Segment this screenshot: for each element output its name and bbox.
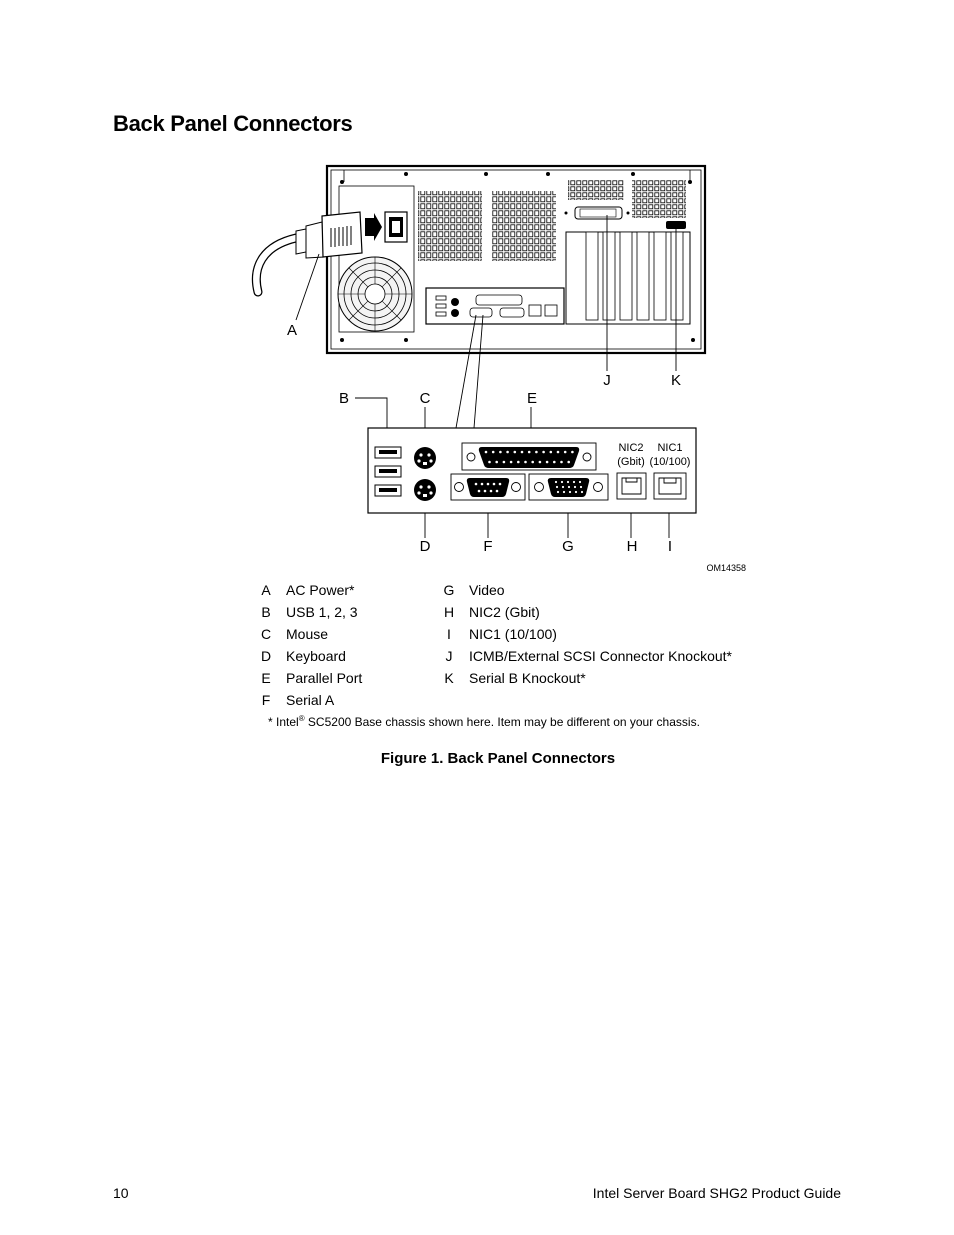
chassis-note: * Intel® SC5200 Base chassis shown here.… xyxy=(268,714,700,729)
parallel-pin xyxy=(509,460,513,464)
legend-desc: Video xyxy=(469,582,505,598)
legend-desc: NIC1 (10/100) xyxy=(469,626,557,642)
legend-desc: Serial A xyxy=(286,692,335,708)
nic2-port xyxy=(616,472,647,500)
parallel-pin xyxy=(531,460,534,464)
legend-letter: B xyxy=(261,604,271,620)
io-panel-detail: NIC2 (Gbit) NIC1 (10/100) xyxy=(367,427,697,514)
legend-letter: H xyxy=(443,604,455,620)
callout-i: I xyxy=(668,538,672,555)
legend-letter: J xyxy=(445,648,453,664)
keyboard-port xyxy=(414,479,436,501)
figure-id: OM14358 xyxy=(706,563,746,573)
mouse-port xyxy=(414,447,436,469)
legend-desc: AC Power* xyxy=(286,582,355,598)
parallel-pin xyxy=(495,460,499,464)
parallel-pin xyxy=(506,450,509,454)
fan-icon xyxy=(337,256,413,332)
parallel-pin xyxy=(491,450,495,454)
parallel-pin xyxy=(567,460,570,464)
legend-letter: A xyxy=(261,582,271,598)
parallel-pin xyxy=(484,450,488,454)
nic2-label: NIC2 xyxy=(618,442,643,454)
legend-letter: D xyxy=(260,648,272,664)
callout-g: G xyxy=(562,538,574,555)
page-number: 10 xyxy=(113,1185,129,1201)
legend-desc: Mouse xyxy=(286,626,329,642)
callout-b: B xyxy=(339,390,349,407)
legend: A AC Power* B USB 1, 2, 3 C Mouse D Keyb… xyxy=(260,582,760,712)
parallel-pin xyxy=(535,450,538,454)
parallel-pin xyxy=(499,450,502,454)
nic1-label: NIC1 xyxy=(657,442,682,454)
parallel-pin xyxy=(524,460,527,464)
legend-letter: I xyxy=(447,626,451,642)
legend-letter: K xyxy=(444,670,454,686)
parallel-pin xyxy=(560,460,563,464)
parallel-pin xyxy=(545,460,549,464)
callout-k: K xyxy=(671,372,681,389)
parallel-pin xyxy=(517,460,520,464)
note-prefix: * Intel xyxy=(268,715,299,729)
parallel-pin xyxy=(542,450,545,454)
registered-mark: ® xyxy=(298,714,305,723)
legend-letter: G xyxy=(443,582,455,598)
callout-c: C xyxy=(420,390,431,407)
figure-caption: Figure 1. Back Panel Connectors xyxy=(380,750,616,767)
parallel-pin xyxy=(571,450,574,454)
parallel-pin xyxy=(513,450,517,454)
callout-a: A xyxy=(287,322,297,339)
legend-desc: Parallel Port xyxy=(286,670,363,686)
callout-e: E xyxy=(527,390,537,407)
callout-h: H xyxy=(627,538,638,555)
parallel-pin xyxy=(563,450,567,454)
legend-desc: ICMB/External SCSI Connector Knockout* xyxy=(469,648,733,664)
parallel-pin xyxy=(502,460,506,464)
parallel-pin xyxy=(527,450,531,454)
legend-desc: Keyboard xyxy=(286,648,346,664)
serial-a-port xyxy=(450,473,526,501)
parallel-pin xyxy=(556,450,560,454)
callout-j: J xyxy=(603,372,611,389)
page-title: Back Panel Connectors xyxy=(113,111,353,136)
legend-letter: F xyxy=(261,692,271,708)
chassis-back xyxy=(325,164,707,355)
nic1-port xyxy=(653,472,687,500)
nic1-sublabel: (10/100) xyxy=(650,456,691,468)
legend-desc: USB 1, 2, 3 xyxy=(286,604,358,620)
legend-letter: C xyxy=(260,626,272,642)
legend-desc: Serial B Knockout* xyxy=(469,670,586,686)
callout-d: D xyxy=(420,538,431,555)
callout-f: F xyxy=(483,538,492,555)
parallel-port xyxy=(461,442,597,471)
parallel-pin xyxy=(553,460,556,464)
usb-ports xyxy=(374,446,402,497)
back-panel-figure: NIC2 (Gbit) NIC1 (10/100) A J K B C E D … xyxy=(251,164,746,573)
parallel-pin xyxy=(549,450,553,454)
parallel-pin xyxy=(520,450,524,454)
legend-desc: NIC2 (Gbit) xyxy=(469,604,540,620)
legend-letter: E xyxy=(261,670,271,686)
parallel-pin xyxy=(488,460,491,464)
footer-title: Intel Server Board SHG2 Product Guide xyxy=(592,1185,841,1201)
power-cord xyxy=(251,211,363,297)
note-text: SC5200 Base chassis shown here. Item may… xyxy=(304,715,700,729)
nic2-sublabel: (Gbit) xyxy=(617,456,645,468)
video-port xyxy=(528,473,609,501)
parallel-pin xyxy=(538,460,542,464)
